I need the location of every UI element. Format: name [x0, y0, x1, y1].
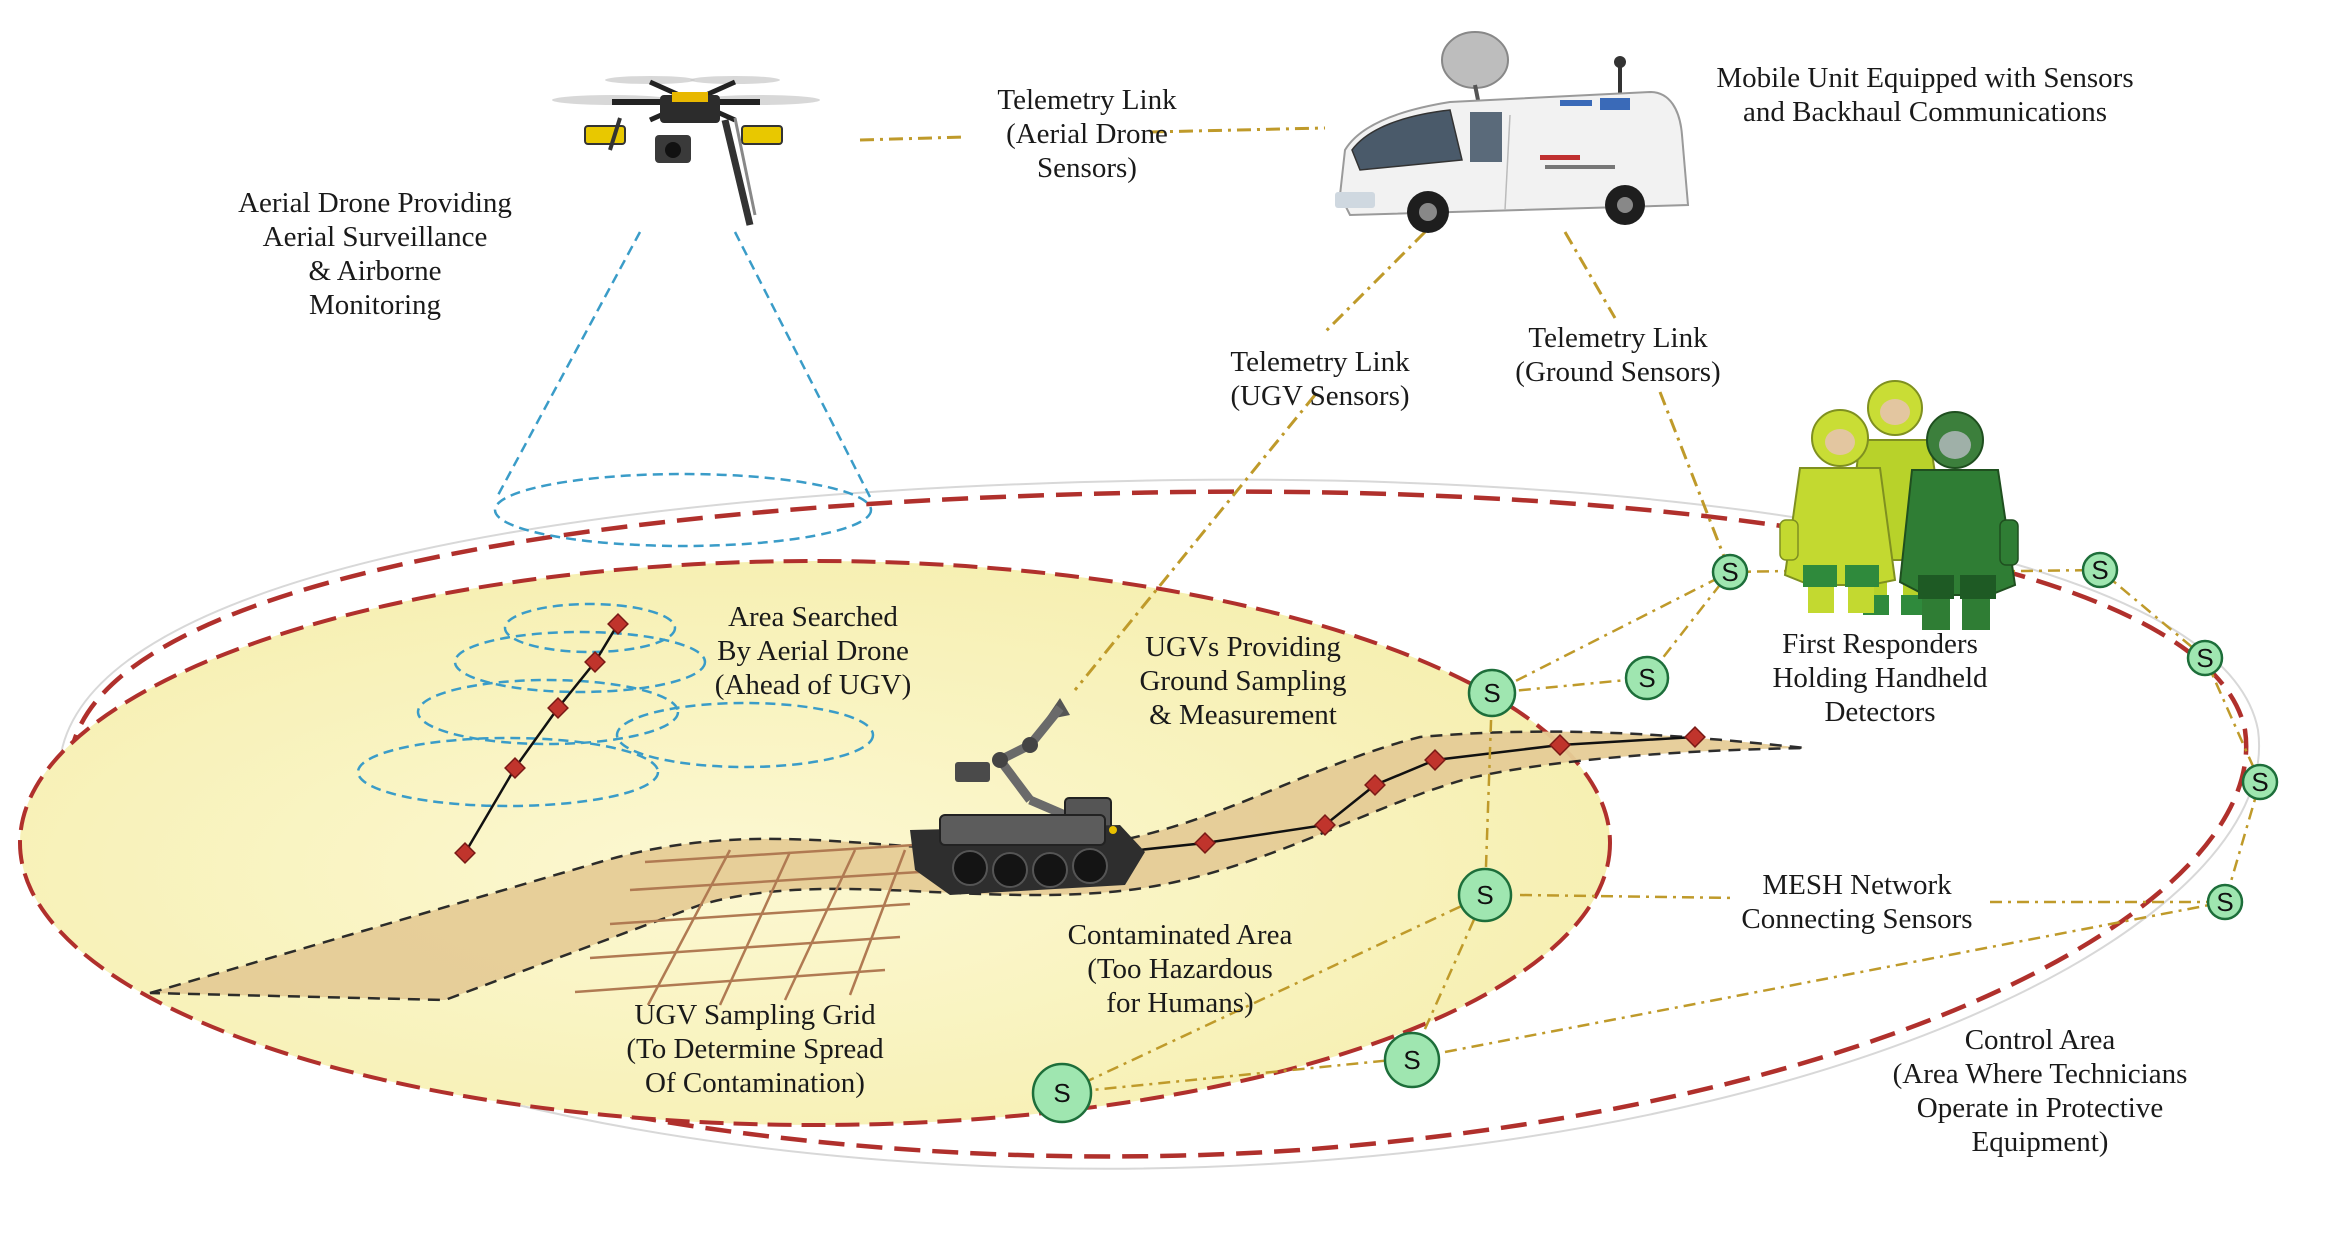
sensor-node: S [1624, 655, 1670, 701]
drone-search-footprints [356, 602, 875, 808]
sensor-node: S [1383, 1031, 1441, 1089]
sensor-node: S [1457, 867, 1513, 923]
sensor-node: S [2206, 883, 2244, 921]
label-telemetry-ground: Telemetry Link(Ground Sensors) [1515, 322, 1721, 388]
mesh-network-links [1061, 568, 2262, 1095]
quadcopter-drone-icon [552, 76, 820, 226]
telemetry-links [859, 126, 1732, 691]
sensor-node: S [2081, 551, 2119, 589]
svg-text:S: S [1476, 880, 1493, 910]
tracked-ugv-robot-icon [910, 698, 1145, 895]
svg-text:S: S [1483, 678, 1500, 708]
svg-text:S: S [2251, 767, 2268, 797]
sensor-node: S [1711, 553, 1749, 591]
svg-text:S: S [1638, 663, 1655, 693]
svg-text:S: S [2216, 887, 2233, 917]
svg-text:S: S [2091, 555, 2108, 585]
telemetry-link-aerial [859, 135, 966, 142]
svg-text:S: S [1053, 1078, 1070, 1108]
drone-view-cone [493, 231, 873, 548]
sensor-node: S [2186, 639, 2224, 677]
label-telemetry-ugv: Telemetry Link(UGV Sensors) [1230, 346, 1410, 412]
ugv-sampling-grid [574, 842, 931, 1006]
sensor-nodes: S S S S S S S S S S [1031, 551, 2279, 1124]
ugv-sampling-track [1119, 726, 1706, 854]
svg-text:S: S [1721, 557, 1738, 587]
sensor-node: S [1031, 1062, 1093, 1124]
sensor-node: S [2241, 763, 2279, 801]
telemetry-link-ugv [1323, 230, 1427, 334]
svg-text:S: S [1403, 1045, 1420, 1075]
mobile-unit-van-icon [1335, 31, 1690, 233]
sensor-node: S [1467, 668, 1517, 718]
telemetry-link-ground [1563, 231, 1617, 319]
svg-text:S: S [2196, 643, 2213, 673]
hazmat-responders-icon [1779, 380, 2019, 630]
drone-search-track [454, 613, 629, 864]
